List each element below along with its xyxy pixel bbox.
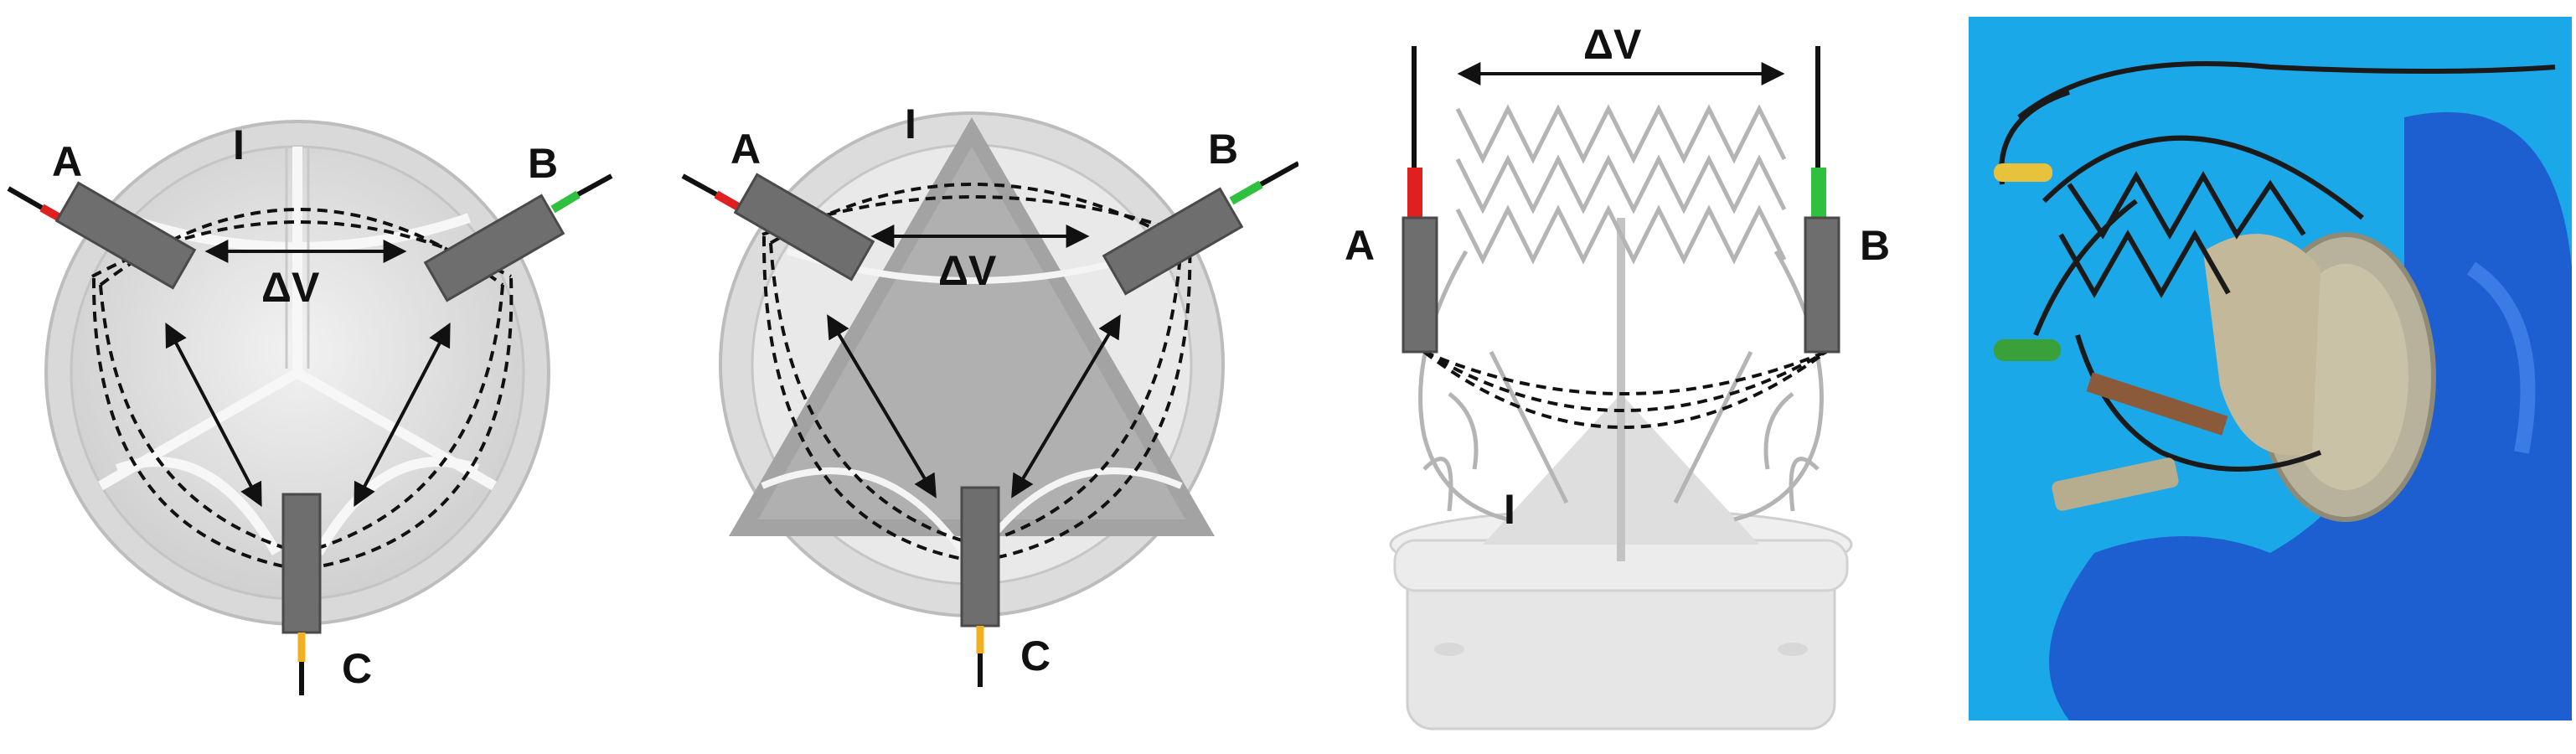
label-b: B [528,140,558,187]
valve-diagram-2: A B C I ΔV [681,101,1298,687]
sensor-a [681,173,875,281]
sensor-b [423,173,613,302]
label-b: B [1208,126,1238,173]
panel-photo-device [1969,17,2572,720]
label-c: C [342,645,372,692]
sensor-b [1804,46,1840,354]
dashed-wire-icon [761,183,1192,563]
label-c: C [1020,633,1051,679]
label-i: I [1504,486,1515,533]
sensor-c [960,486,1000,687]
label-a: A [52,138,82,185]
glove [2049,111,2572,720]
sensor-c [281,493,322,695]
label-b: B [1860,222,1890,269]
sensor-a [1402,46,1438,354]
double-arrow-icon [827,225,1121,498]
label-a: A [730,126,761,173]
device-photo-illustration [1969,17,2572,720]
label-dv: ΔV [1583,21,1642,68]
panel-valve-top-view-leaflets: A B C I ΔV [0,0,637,754]
dashed-wire-icon [1422,350,1828,429]
stent-mesh [1418,104,1824,522]
label-a: A [1345,222,1375,269]
panel-valve-side-view: A B I ΔV [1315,0,1918,754]
valve-diagram-3: A B I ΔV [1345,21,1890,731]
label-dv: ΔV [261,264,320,311]
double-arrow-icon [165,240,451,507]
panel-valve-top-view-frame: A B C I ΔV [662,0,1298,754]
sensor-a [7,181,197,290]
stent-wires-photo [1999,61,2556,472]
valve-diagram-1: A B C I ΔV [7,120,613,695]
label-dv: ΔV [938,247,997,294]
label-i: I [233,121,245,168]
sensor-b [1102,161,1298,296]
label-i: I [905,101,916,147]
